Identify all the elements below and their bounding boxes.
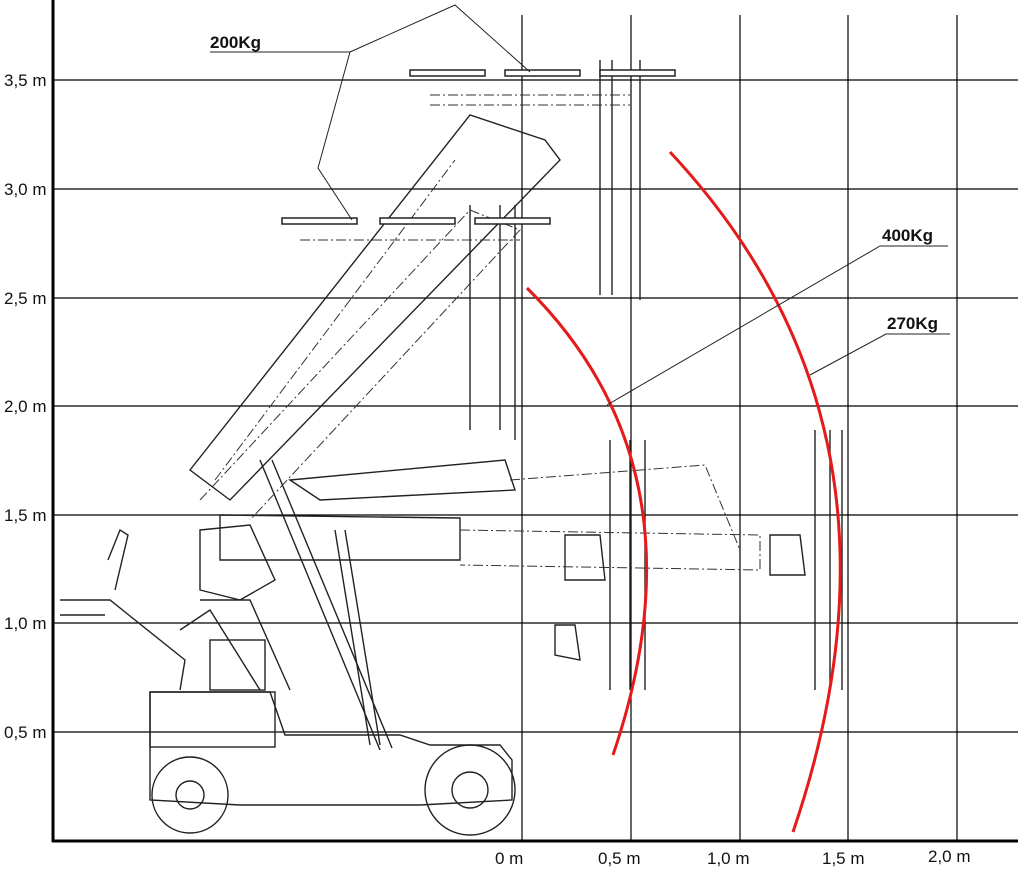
load-label-200kg-group: 200Kg xyxy=(210,4,531,221)
y-tick-3-0: 3,0 m xyxy=(4,180,47,199)
y-tick-1-5: 1,5 m xyxy=(4,506,47,525)
load-label-400kg-group: 400Kg xyxy=(606,226,948,406)
x-tick-0-5: 0,5 m xyxy=(598,849,641,868)
y-tick-2-0: 2,0 m xyxy=(4,397,47,416)
grid-vertical xyxy=(521,15,958,840)
load-label-200kg: 200Kg xyxy=(210,33,261,52)
x-tick-1-5: 1,5 m xyxy=(822,849,865,868)
x-tick-2-0: 2,0 m xyxy=(928,847,971,866)
grid-horizontal xyxy=(53,79,1018,733)
load-label-270kg-group: 270Kg xyxy=(809,314,950,376)
x-tick-0: 0 m xyxy=(495,849,523,868)
y-tick-0-5: 0,5 m xyxy=(4,723,47,742)
glass-lifter-machine-drawing xyxy=(60,60,843,836)
y-tick-1-0: 1,0 m xyxy=(4,614,47,633)
rear-wheel xyxy=(151,756,229,834)
y-tick-3-5: 3,5 m xyxy=(4,71,47,90)
load-label-400kg: 400Kg xyxy=(882,226,933,245)
y-tick-2-5: 2,5 m xyxy=(4,289,47,308)
front-wheel xyxy=(424,744,516,836)
capacity-curve-400kg xyxy=(525,286,649,756)
y-axis-labels: 3,5 m 3,0 m 2,5 m 2,0 m 1,5 m 1,0 m 0,5 … xyxy=(4,71,47,742)
x-tick-1-0: 1,0 m xyxy=(707,849,750,868)
x-axis-labels: 0 m 0,5 m 1,0 m 1,5 m 2,0 m xyxy=(495,847,971,868)
capacity-curve-270kg xyxy=(668,150,842,833)
load-label-270kg: 270Kg xyxy=(887,314,938,333)
